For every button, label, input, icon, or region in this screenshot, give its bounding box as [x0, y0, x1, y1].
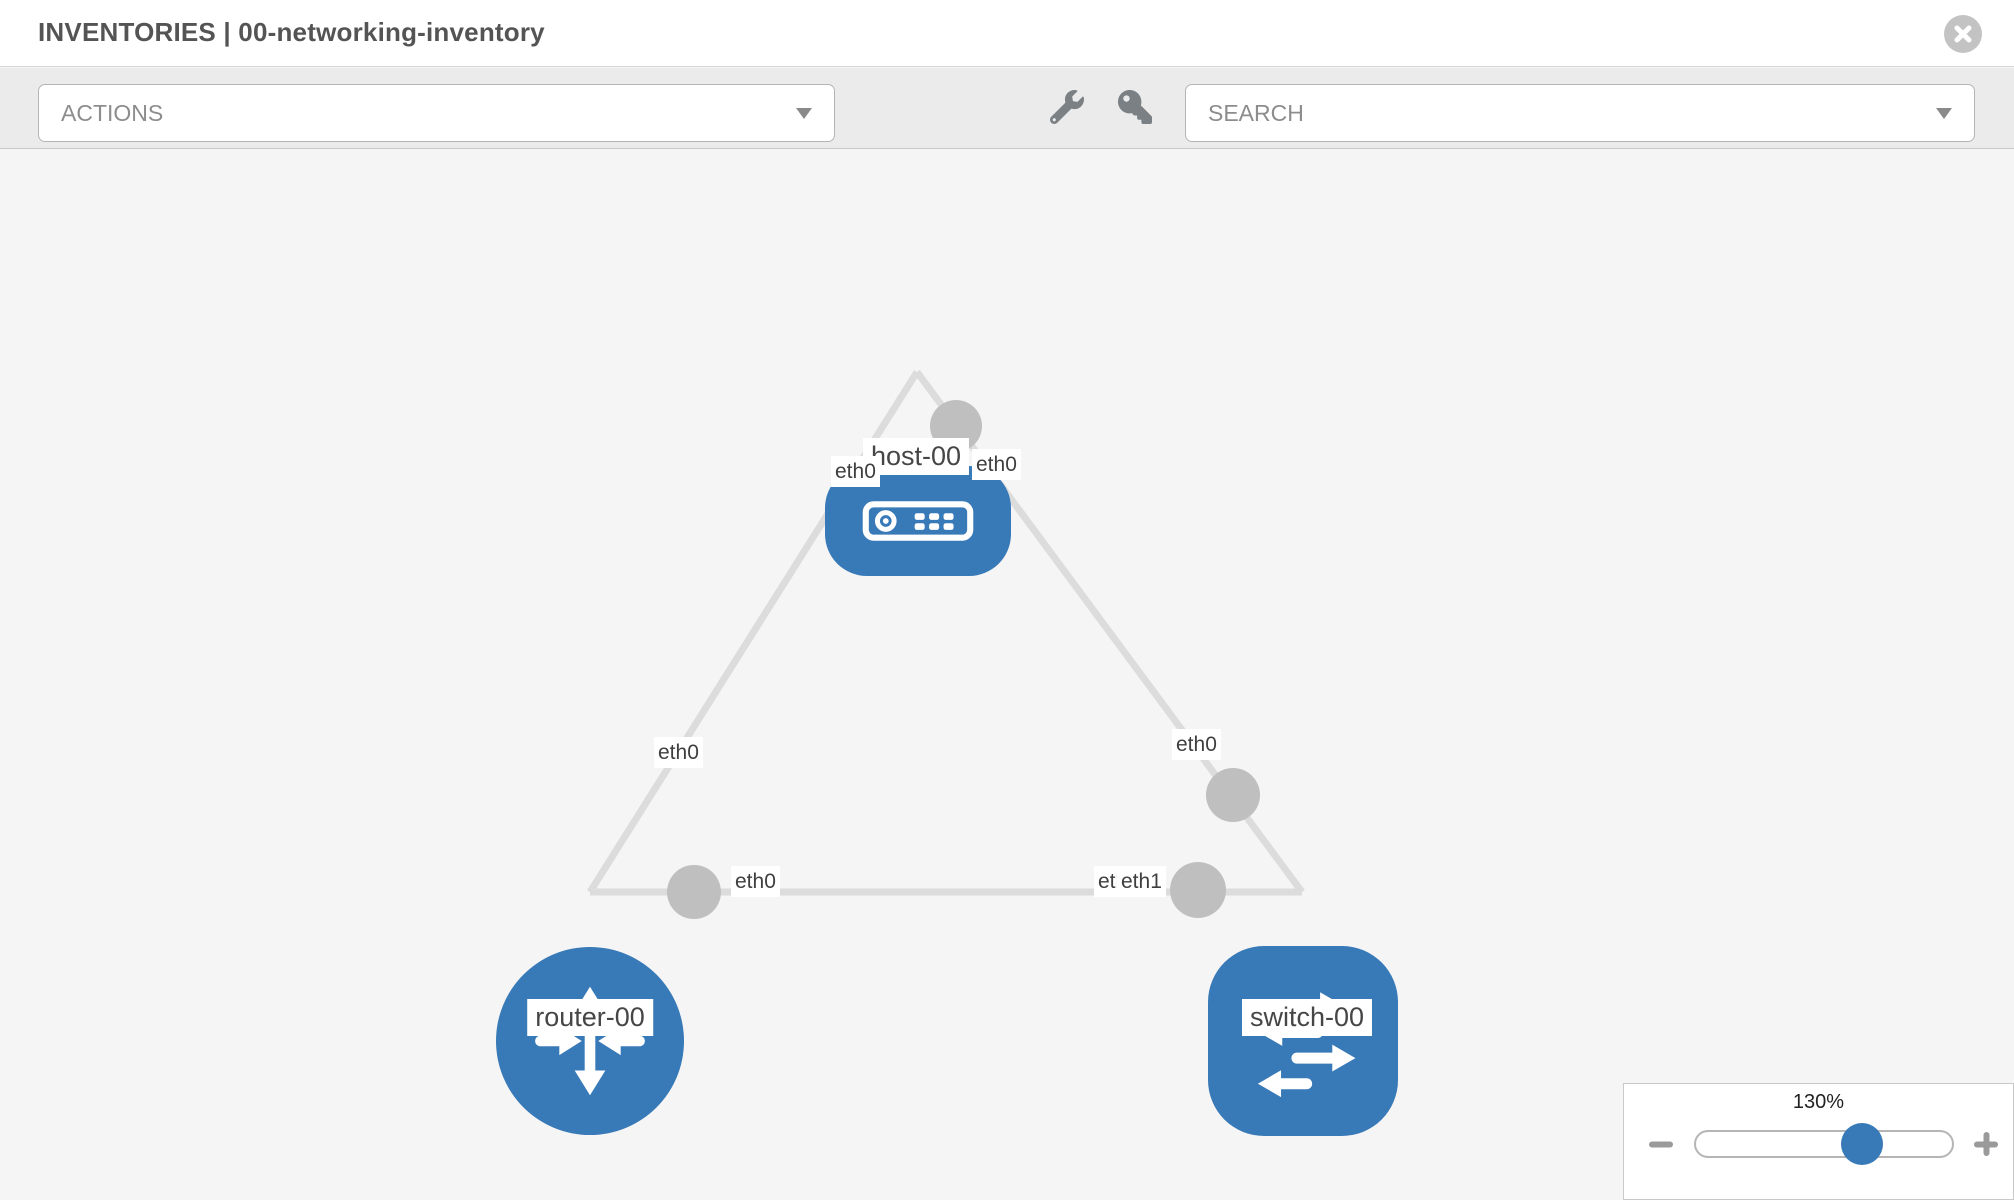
zoom-out-button[interactable]: [1646, 1129, 1676, 1159]
connector-switch-eth0: [1206, 768, 1260, 822]
zoom-in-button[interactable]: [1971, 1129, 2001, 1159]
iface-label-host-to-switch: eth0: [972, 449, 1021, 481]
key-icon: [1118, 90, 1152, 124]
actions-dropdown[interactable]: ACTIONS: [38, 84, 835, 142]
node-label-host: host-00: [862, 438, 970, 476]
page-title: INVENTORIES | 00-networking-inventory: [38, 17, 545, 47]
credentials-button[interactable]: [1112, 81, 1158, 133]
node-switch-00[interactable]: [1208, 946, 1398, 1136]
close-button[interactable]: [1944, 15, 1982, 53]
links-layer: [587, 369, 1305, 919]
node-label-switch: switch-00: [1241, 999, 1373, 1037]
search-dropdown[interactable]: SEARCH: [1185, 84, 1975, 142]
host-icon: [862, 501, 974, 541]
node-router-00[interactable]: [496, 947, 684, 1135]
actions-dropdown-label: ACTIONS: [61, 99, 164, 126]
chevron-down-icon: [1936, 107, 1952, 119]
minus-icon: [1649, 1141, 1673, 1148]
plus-icon: [1974, 1132, 1998, 1156]
zoom-slider-track[interactable]: [1694, 1130, 1954, 1158]
configure-button[interactable]: [1044, 81, 1090, 133]
connector-switch-eth1: [1170, 862, 1226, 918]
toolbar: ACTIONS SEARCH: [0, 68, 2014, 149]
close-icon: [1954, 25, 1972, 43]
topology-canvas[interactable]: host-00 router-00 switch-00 eth0 eth0 et…: [0, 149, 2014, 1200]
iface-label-router-to-host: eth0: [654, 737, 703, 769]
zoom-level-value: 130%: [1792, 1091, 1845, 1113]
iface-label-router-to-switch: eth0: [731, 866, 780, 898]
chevron-down-icon: [796, 107, 812, 119]
node-label-router: router-00: [527, 999, 653, 1037]
iface-label-switch-to-host: eth0: [1172, 729, 1221, 761]
iface-label-host-to-router: eth0: [831, 456, 880, 488]
iface-label-switch-to-router: eth1: [1117, 866, 1166, 898]
wrench-icon: [1050, 90, 1084, 124]
search-dropdown-label: SEARCH: [1208, 99, 1304, 126]
zoom-panel: 130%: [1623, 1083, 2014, 1200]
connector-router-eth0: [667, 865, 721, 919]
zoom-slider-handle[interactable]: [1841, 1123, 1883, 1165]
header: INVENTORIES | 00-networking-inventory: [0, 0, 2014, 67]
